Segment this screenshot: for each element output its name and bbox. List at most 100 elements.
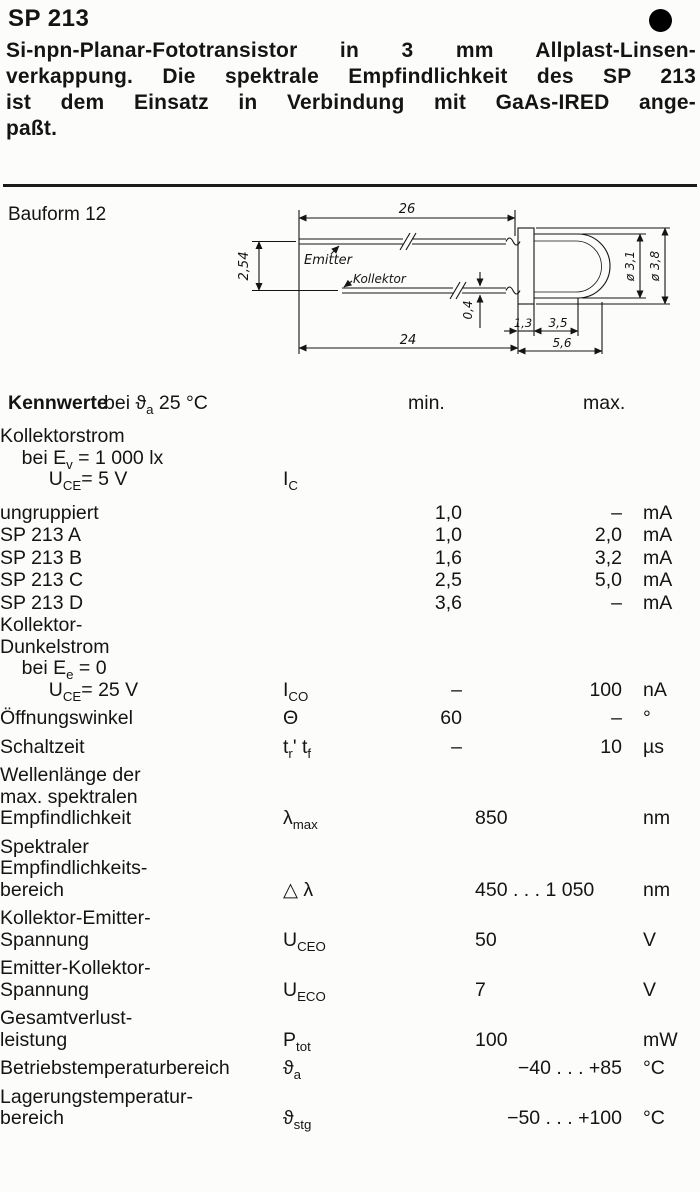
- row-label: Betriebstemperaturbereich: [0, 1057, 285, 1080]
- row-max: 2,0: [594, 524, 622, 546]
- row-unit: nm: [643, 807, 671, 829]
- row-value: −50 . . . +100: [507, 1107, 622, 1129]
- column-header-max: max.: [583, 392, 626, 414]
- row-label-line: SP 213 D: [0, 591, 84, 614]
- row-label-line: Dunkelstrom: [0, 635, 110, 658]
- table-row: Kollektorstrom bei Ev = 1 000 lx UCE= 5 …: [0, 425, 700, 493]
- kennwerte-condition: bei ϑa 25 °C: [104, 392, 208, 417]
- row-max: 5,0: [594, 569, 622, 591]
- row-unit: mA: [643, 591, 673, 614]
- row-symbol: λmax: [283, 807, 318, 832]
- row-unit: mA: [643, 501, 673, 524]
- row-value: 850: [475, 807, 508, 829]
- row-value: 450 . . . 1 050: [475, 878, 595, 901]
- corner-bullet-mark: [649, 9, 672, 32]
- row-label: SP 213 C: [0, 569, 285, 592]
- dim-flange-diameter: ø 3,8: [648, 251, 662, 283]
- row-min: 1,0: [434, 501, 462, 524]
- row-label-line: SP 213 A: [0, 524, 81, 546]
- row-unit: µs: [643, 735, 664, 758]
- intro-line: Si-npn-Planar-Fototransistor in 3 mm All…: [6, 39, 696, 62]
- row-max: 3,2: [594, 546, 622, 569]
- row-label-line: ungruppiert: [0, 501, 99, 524]
- intro-paragraph: Si-npn-Planar-Fototransistor in 3 mm All…: [6, 38, 696, 142]
- row-unit: V: [643, 928, 657, 951]
- row-label-line: Kollektor-: [0, 614, 83, 636]
- row-symbol: ICO: [283, 678, 309, 704]
- row-max: 100: [589, 678, 622, 701]
- dim-total-length: 5,6: [552, 336, 571, 350]
- row-label-line: Betriebstemperaturbereich: [0, 1057, 230, 1079]
- dimension-and-outline-lines: [252, 210, 670, 355]
- row-max: 10: [600, 735, 622, 758]
- intro-line: paßt.: [6, 117, 58, 140]
- row-label-line: Lagerungstemperatur-: [0, 1085, 193, 1108]
- row-label-line: Kollektor-Emitter-: [0, 907, 151, 929]
- row-value: −40 . . . +85: [517, 1057, 622, 1079]
- row-value: 100: [475, 1028, 508, 1051]
- row-label-line: UCE= 25 V: [0, 678, 139, 704]
- row-label: Kollektor-Dunkelstrom bei Ee = 0 UCE= 25…: [0, 614, 285, 704]
- row-symbol: UCEO: [283, 928, 326, 954]
- dim-body-length: 3,5: [548, 316, 567, 330]
- row-unit: mA: [643, 524, 673, 546]
- row-unit: °C: [643, 1057, 665, 1079]
- row-unit: °C: [643, 1107, 665, 1129]
- row-label-line: SP 213 C: [0, 569, 84, 591]
- row-label-line: Spektraler: [0, 835, 89, 858]
- row-label: Öffnungswinkel: [0, 707, 285, 730]
- row-label: ungruppiert: [0, 501, 285, 525]
- row-unit: mW: [643, 1028, 678, 1051]
- row-label-line: Kollektorstrom: [0, 425, 125, 447]
- dim-flange-width: 1,3: [514, 316, 532, 330]
- row-value: 7: [475, 978, 486, 1001]
- row-label-line: Empfindlichkeit: [0, 807, 132, 829]
- collector-lead-label: Kollektor: [353, 272, 407, 286]
- intro-line: verkappung. Die spektrale Empfindlichkei…: [6, 65, 696, 88]
- row-label-line: bei Ee = 0: [0, 657, 107, 682]
- row-label-line: Öffnungswinkel: [0, 707, 133, 729]
- row-label: Kollektor-Emitter-Spannung: [0, 907, 285, 951]
- row-label-line: Spannung: [0, 928, 89, 951]
- dim-body-diameter: ø 3,1: [623, 251, 637, 282]
- dim-lead-span-bottom: 24: [400, 333, 417, 348]
- row-label-line: Spannung: [0, 978, 89, 1001]
- table-row: SP 213 A 1,0 2,0 mA: [0, 524, 700, 547]
- row-label-line: Schaltzeit: [0, 735, 85, 758]
- row-label-line: Wellenlänge der: [0, 764, 141, 786]
- row-min: 1,6: [434, 546, 462, 569]
- row-value: 50: [475, 928, 497, 951]
- row-min: –: [451, 735, 462, 758]
- row-min: 1,0: [434, 524, 462, 546]
- row-label-line: bereich: [0, 1107, 64, 1129]
- row-label-line: leistung: [0, 1028, 68, 1051]
- row-unit: mA: [643, 569, 673, 591]
- row-unit: mA: [643, 546, 673, 569]
- row-label: Gesamtverlust-leistung: [0, 1007, 285, 1051]
- kennwerte-table-body: Kollektorstrom bei Ev = 1 000 lx UCE= 5 …: [0, 425, 700, 1137]
- row-symbol: IC: [283, 468, 298, 493]
- row-symbol: △ λ: [283, 878, 314, 901]
- row-label: Kollektorstrom bei Ev = 1 000 lx UCE= 5 …: [0, 425, 285, 492]
- row-symbol: ϑstg: [283, 1107, 312, 1132]
- row-unit: °: [643, 707, 651, 729]
- row-max: –: [611, 591, 622, 614]
- row-label: Lagerungstemperatur-bereich: [0, 1085, 285, 1130]
- row-min: –: [451, 678, 462, 701]
- row-min: 60: [440, 707, 462, 729]
- row-unit: nA: [643, 678, 667, 701]
